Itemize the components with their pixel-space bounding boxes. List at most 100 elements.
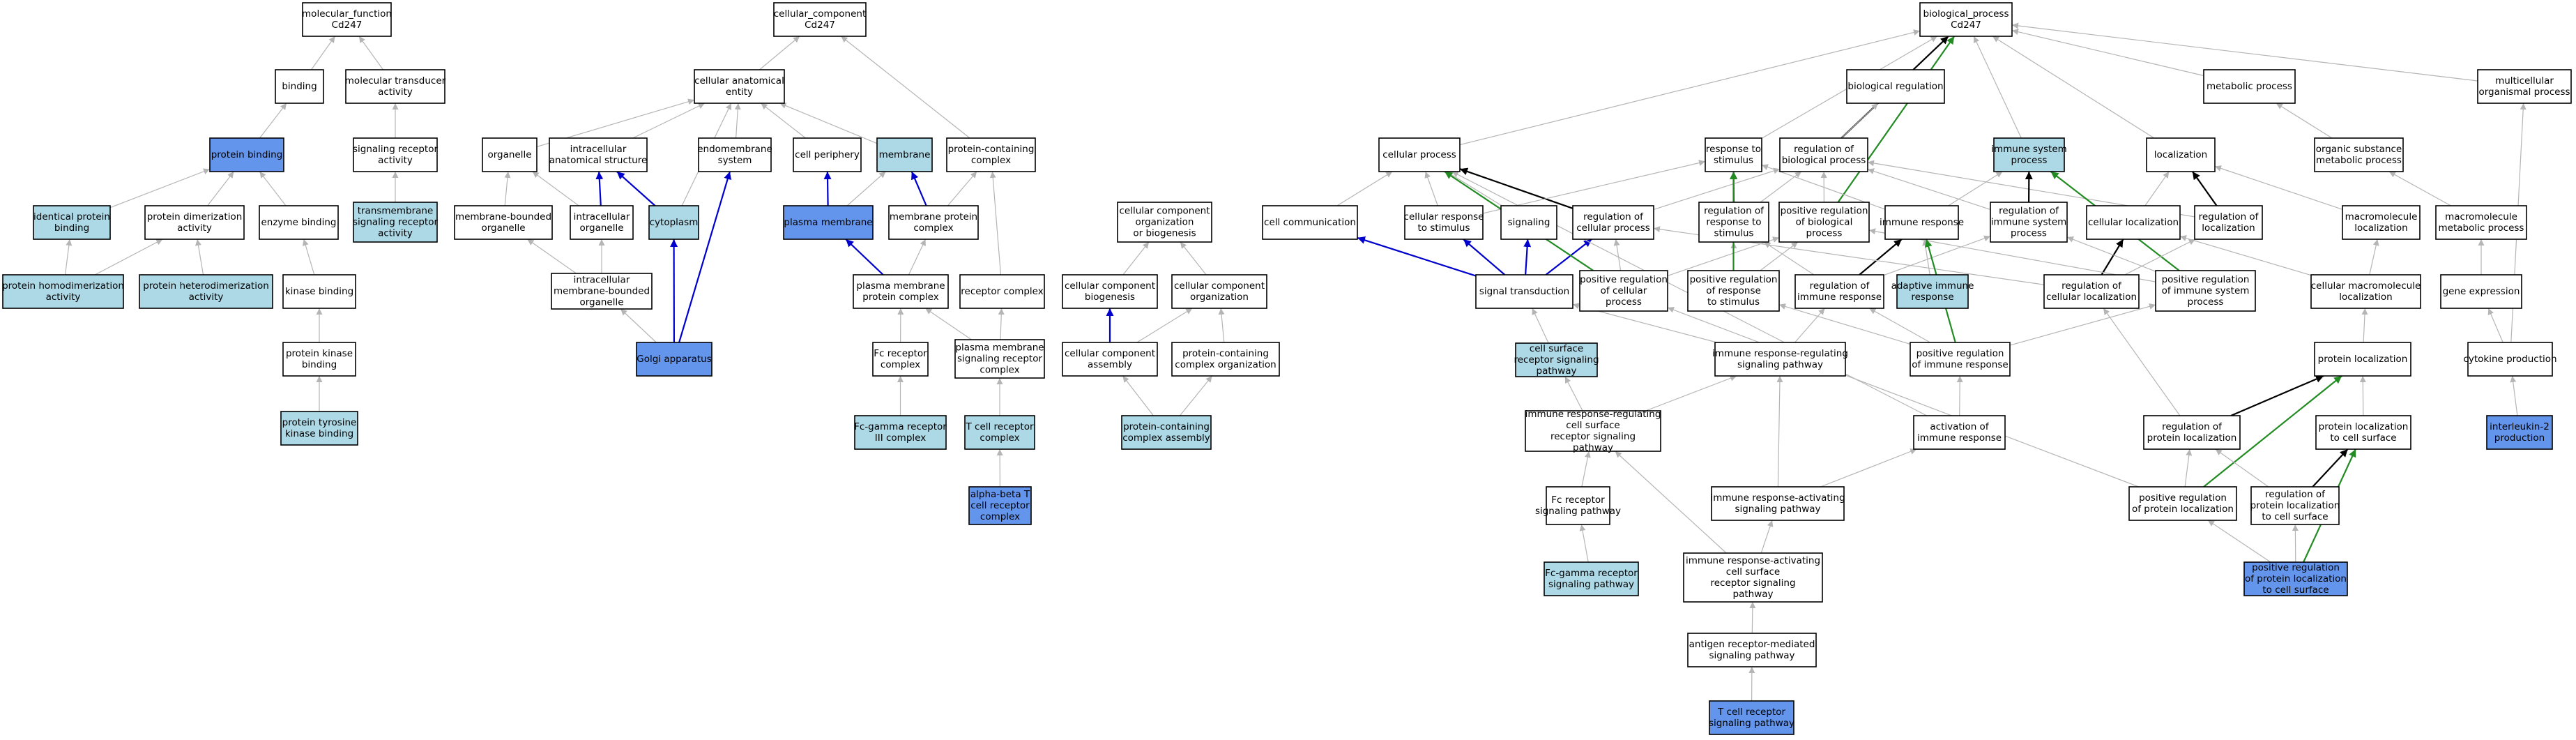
go-term-node-cytprod[interactable]: cytokine production xyxy=(2463,342,2557,377)
go-term-node-pbind[interactable]: protein binding xyxy=(209,137,284,172)
go-term-node-organelle[interactable]: organelle xyxy=(482,137,538,172)
node-label-line: immune response xyxy=(1880,217,1964,228)
go-term-node-signaling[interactable]: signaling xyxy=(1500,205,1557,240)
go-term-node-bind[interactable]: binding xyxy=(275,69,324,104)
go-term-node-membrane[interactable]: membrane xyxy=(876,137,933,172)
node-label-line: protein binding xyxy=(211,149,283,160)
go-term-node-golgi[interactable]: Golgi apparatus xyxy=(636,342,712,377)
go-term-node-ccomm[interactable]: cell communication xyxy=(1262,205,1358,240)
go-term-node-loc[interactable]: localization xyxy=(2146,137,2216,172)
node-label-line: adaptive immune xyxy=(1891,280,1974,292)
go-term-node-pm[interactable]: plasma membrane xyxy=(783,205,874,240)
go-term-node-cloc[interactable]: cellular localization xyxy=(2086,205,2181,240)
node-label-line: of immune response xyxy=(1912,359,2008,370)
go-term-node-breg[interactable]: biological regulation xyxy=(1846,69,1945,104)
go-term-node-kbind[interactable]: kinase binding xyxy=(282,274,356,309)
go-term-node-ebind[interactable]: enzyme binding xyxy=(259,205,339,240)
go-term-node-cperiph[interactable]: cell periphery xyxy=(793,137,862,172)
go-term-node-st[interactable]: signal transduction xyxy=(1475,274,1573,309)
go-term-node-ploc[interactable]: protein localization xyxy=(2314,342,2411,377)
go-term-node-cyto[interactable]: cytoplasm xyxy=(648,205,699,240)
node-box xyxy=(1515,342,1598,377)
go-term-node-gexp[interactable]: gene expression xyxy=(2440,274,2522,309)
go-term-node-cellproc[interactable]: cellular process xyxy=(1378,137,1461,172)
node-label-line: localization xyxy=(2154,149,2207,160)
go-term-node-rc[interactable]: receptor complex xyxy=(959,274,1045,309)
node-label-line: regulation of xyxy=(2061,280,2122,292)
edge-irrcsrsp-to-irrsp xyxy=(1645,375,1737,411)
go-term-node-ir[interactable]: immune response xyxy=(1880,205,1964,240)
go-term-node-metab[interactable]: metabolic process xyxy=(2203,69,2296,104)
